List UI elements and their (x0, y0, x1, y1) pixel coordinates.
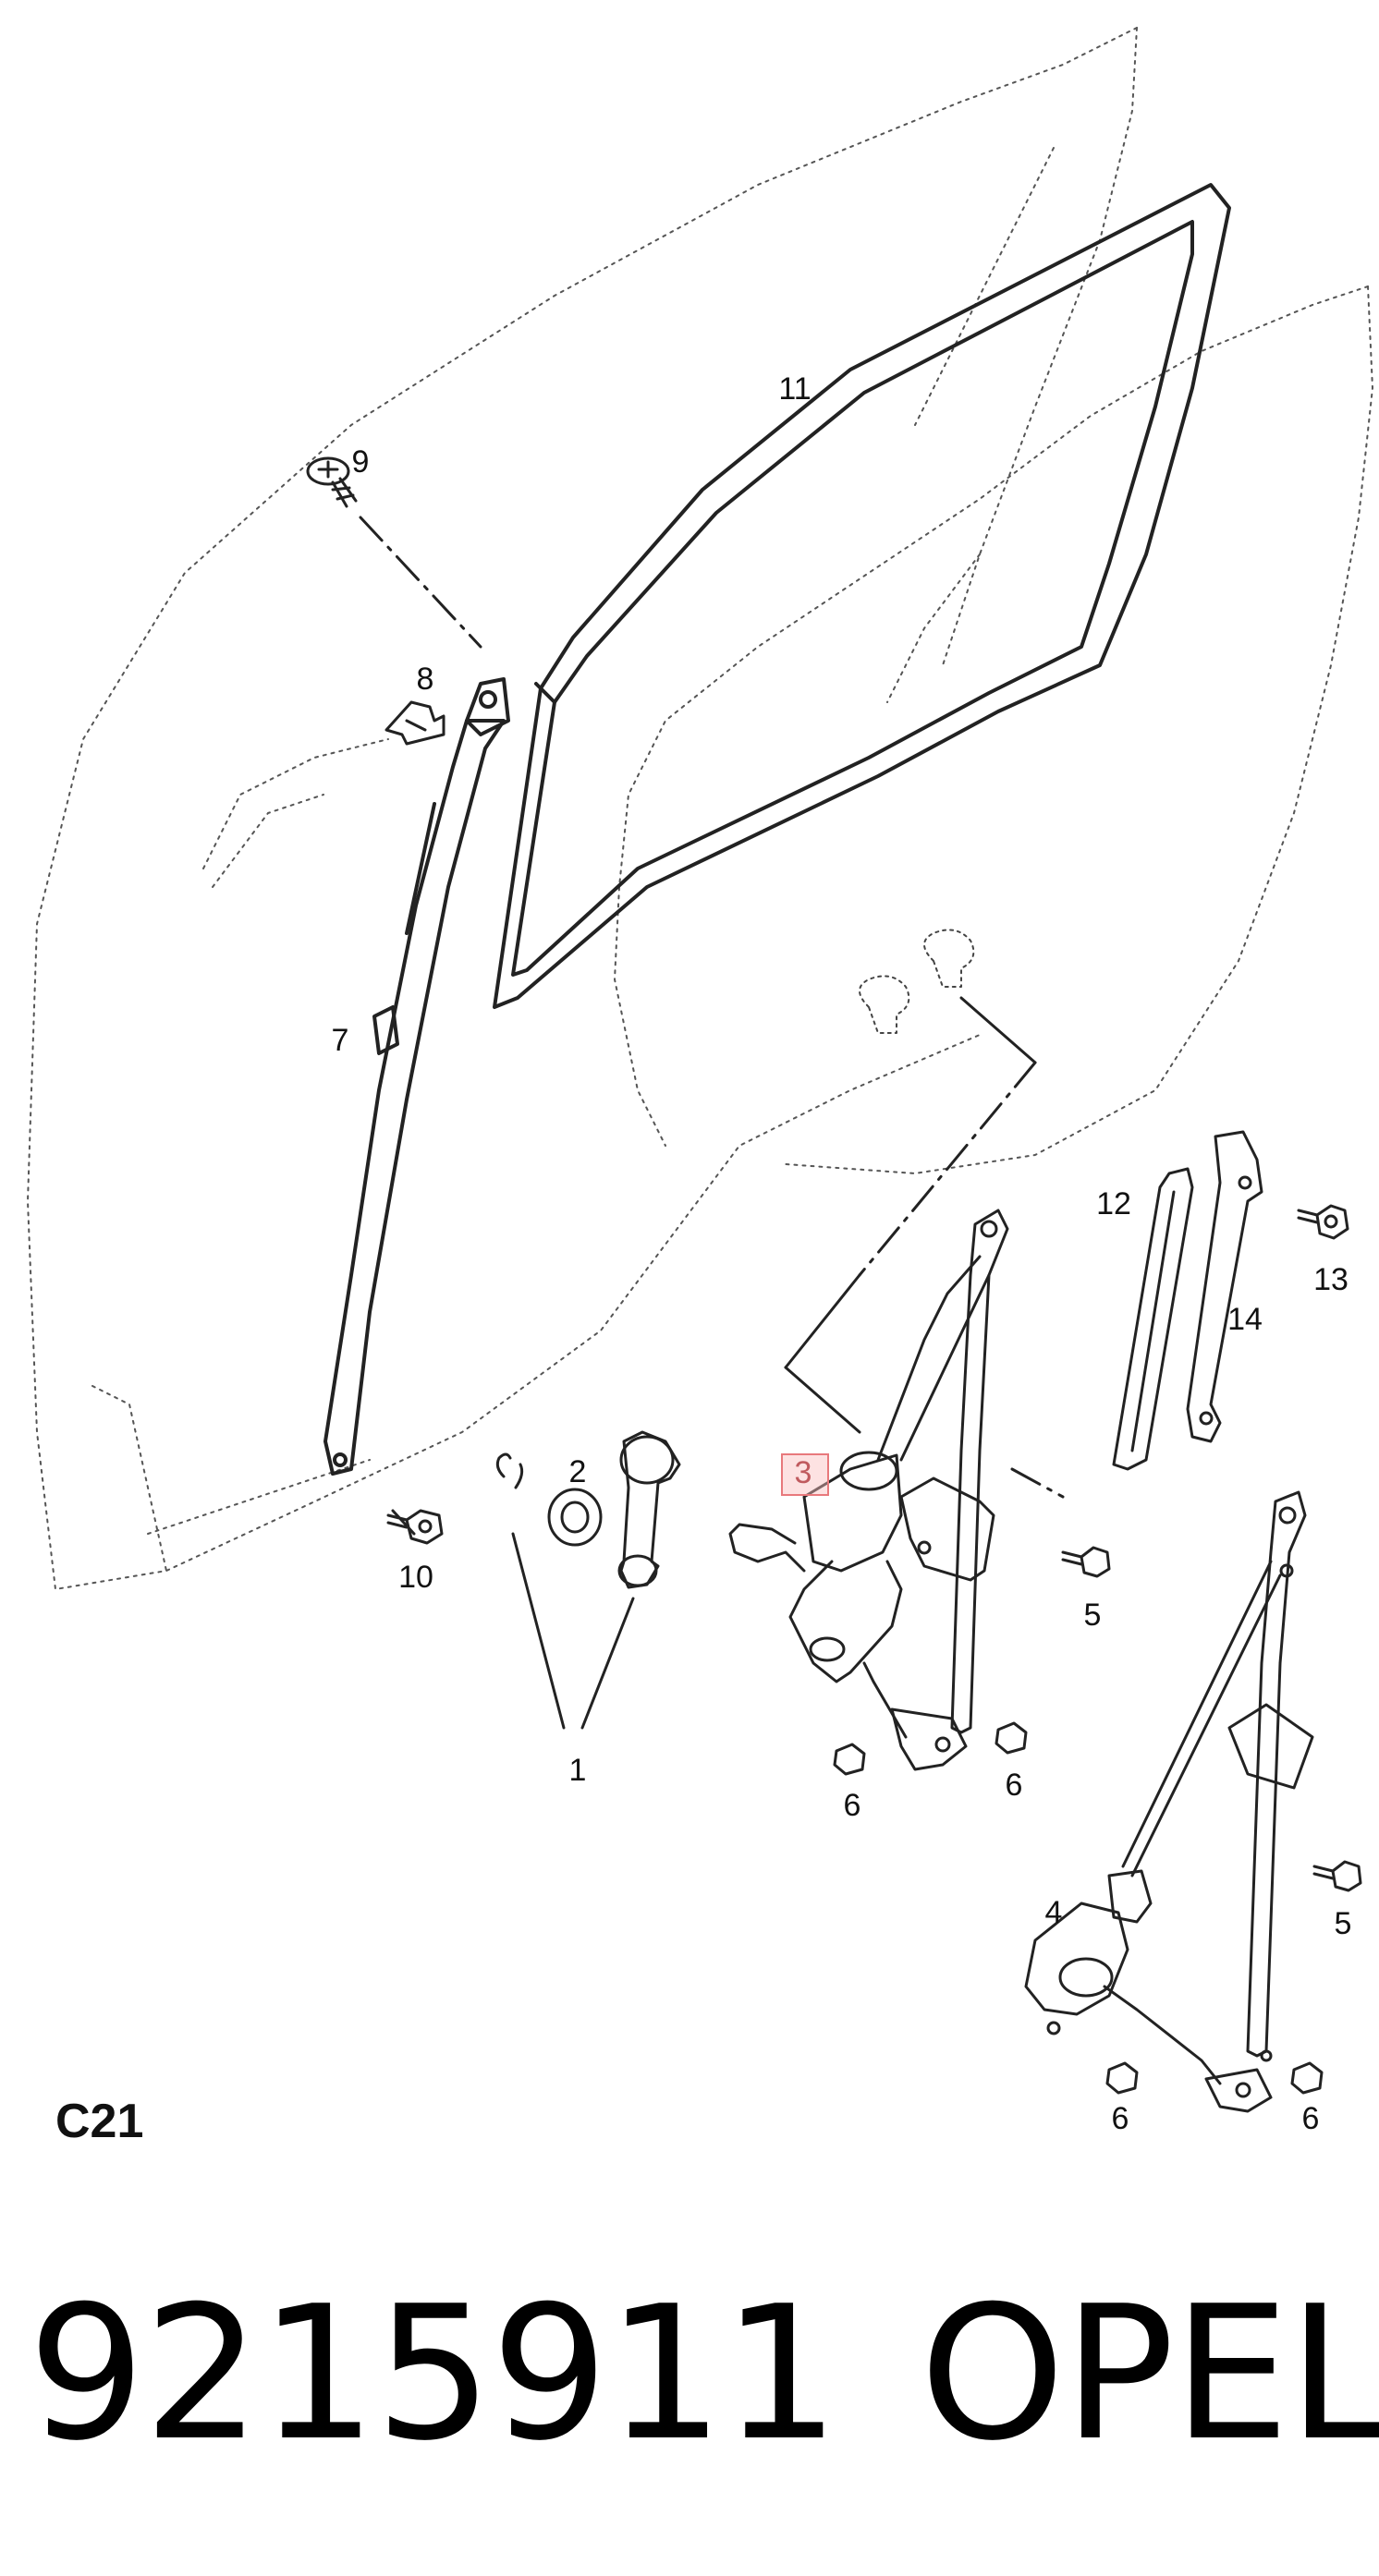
callout-10: 10 (398, 1560, 433, 1595)
leader-dashdot (359, 516, 1065, 1499)
part-3-electric-regulator (728, 1209, 1009, 1771)
callout-6a: 6 (843, 1788, 861, 1823)
callout-12: 12 (1096, 1186, 1131, 1221)
part-5-bolts (1061, 1546, 1362, 1892)
callout-6b: 6 (1005, 1768, 1023, 1803)
part-12-guide (1112, 1167, 1194, 1471)
part-6-nuts (833, 1721, 1324, 2095)
part-13-bolt (1297, 1204, 1349, 1240)
callout-13: 13 (1313, 1262, 1348, 1297)
callout-14: 14 (1227, 1302, 1263, 1337)
part-4-manual-regulator (1024, 1490, 1314, 2113)
diagram-code: C21 (55, 2095, 144, 2148)
part-8-clip (384, 700, 445, 746)
callout-6c: 6 (1111, 2101, 1129, 2136)
callout-3[interactable]: 3 (794, 1455, 812, 1490)
callout-2: 2 (568, 1454, 587, 1489)
part-7-rail (323, 677, 510, 1476)
callout-9: 9 (351, 444, 370, 480)
part-14-guide (1186, 1130, 1263, 1443)
callout-1: 1 (568, 1753, 587, 1788)
brand-name: OPEL (920, 2266, 1379, 2482)
callout-8: 8 (416, 662, 434, 697)
callout-5a: 5 (1083, 1598, 1102, 1633)
callout-5b: 5 (1334, 1906, 1352, 1941)
glass-clips (859, 929, 975, 1034)
callout-11: 11 (778, 371, 812, 407)
part-10-bolt (386, 1509, 444, 1545)
leader-solid (511, 996, 1037, 1730)
callout-4: 4 (1044, 1895, 1063, 1930)
part-11-frame (493, 183, 1231, 1009)
part-number: 9215911 (28, 2266, 840, 2482)
door-outline-dotted (27, 27, 1373, 1590)
part-1-crank (495, 1430, 681, 1589)
callout-7: 7 (331, 1023, 349, 1058)
part-9-screw (306, 456, 358, 508)
callout-3-highlight[interactable] (781, 1453, 829, 1496)
callout-6d: 6 (1301, 2101, 1320, 2136)
